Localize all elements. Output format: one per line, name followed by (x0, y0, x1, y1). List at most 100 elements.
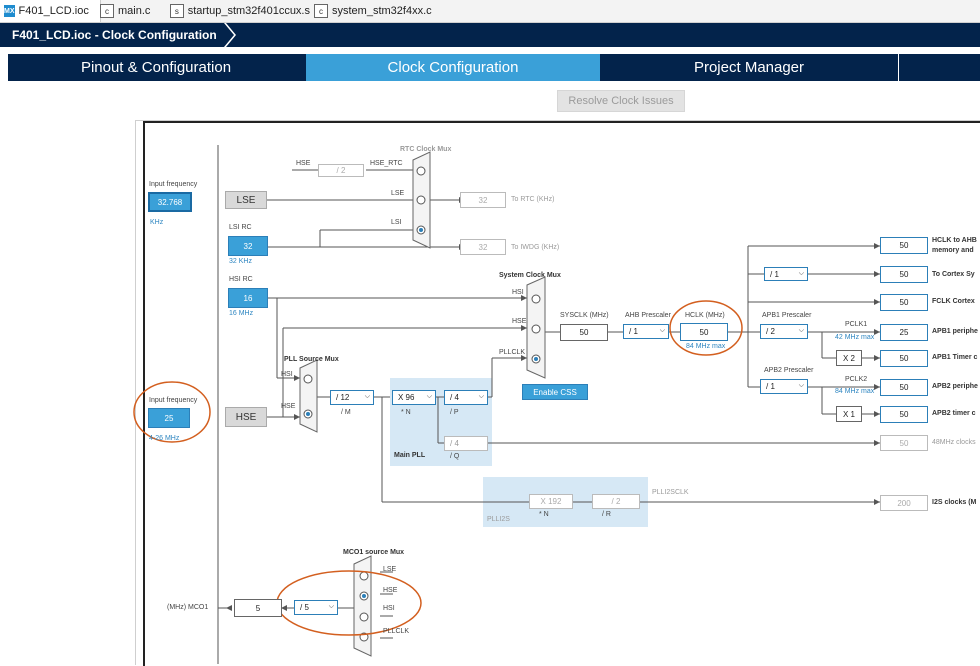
lse-unit: KHz (150, 219, 164, 226)
pll-src-hse-label: HSE (281, 403, 296, 410)
output-fclk-label: FCLK Cortex (932, 298, 975, 305)
pll-p-label: / P (450, 409, 459, 416)
clock-canvas-frame (135, 120, 980, 665)
sys-hsi-label: HSI (512, 289, 524, 296)
mx-file-icon: MX (4, 5, 15, 17)
apb1-prescaler-select[interactable]: / 2⌵ (760, 324, 808, 339)
pll-n-label: * N (401, 409, 411, 416)
clock-canvas (143, 121, 980, 666)
apb2-prescaler-select[interactable]: / 1⌵ (760, 379, 808, 394)
apb2-prescaler-label: APB2 Prescaler (764, 367, 814, 374)
lse-block: LSE (225, 191, 267, 209)
plli2s-title: PLLI2S (487, 516, 510, 523)
sysclk-value: 50 (560, 324, 608, 341)
iwdg-output-label: To IWDG (KHz) (511, 244, 560, 251)
hclk-input[interactable]: 50 (680, 323, 728, 341)
pll-q-select[interactable]: / 4 (444, 436, 488, 451)
pll-src-hsi-label: HSI (281, 371, 293, 378)
pll-q-label: / Q (450, 453, 460, 460)
breadcrumb: F401_LCD.ioc - Clock Configuration (0, 23, 980, 47)
tab-clock-configuration[interactable]: Clock Configuration (306, 54, 600, 81)
mco1-label: (MHz) MCO1 (167, 604, 209, 611)
tab-pinout-configuration[interactable]: Pinout & Configuration (80, 59, 232, 76)
chevron-down-icon: ⌵ (328, 603, 334, 610)
tab-project-manager[interactable]: Project Manager (693, 59, 805, 76)
hse-rtc-label: HSE_RTC (370, 160, 403, 167)
ahb-prescaler-select[interactable]: / 1⌵ (623, 324, 669, 339)
plli2sclk-label: PLLI2SCLK (652, 489, 689, 496)
lse-input-label: Input frequency (149, 181, 198, 188)
output-fclk-value[interactable]: 50 (880, 294, 928, 311)
page-title: F401_LCD.ioc - Clock Configuration (12, 28, 217, 42)
plli2s-n-label: * N (539, 511, 549, 518)
output-apb2-periph-label: APB2 periphe (932, 383, 978, 390)
hse-range: 4-26 MHz (149, 435, 180, 442)
ahb-prescaler-label: AHB Prescaler (625, 312, 671, 319)
rtc-hse-label: HSE (296, 160, 311, 167)
rtc-lse-label: LSE (391, 190, 405, 197)
mco1-hsi-label: HSI (383, 605, 395, 612)
mco1-hse-label: HSE (383, 587, 398, 594)
rtc-value: 32 (460, 192, 506, 208)
hse-input-label: Input frequency (149, 397, 198, 404)
editor-tab-bar: MX F401_LCD.ioc ✕ c main.c s startup_stm… (0, 0, 980, 23)
mco1-lse-label: LSE (383, 566, 397, 573)
output-apb1-timer-label: APB1 Timer c (932, 354, 978, 361)
editor-tab-startup[interactable]: s startup_stm32f401ccux.s (170, 0, 310, 22)
mco1-divider-select[interactable]: / 5⌵ (294, 600, 338, 615)
iwdg-value: 32 (460, 239, 506, 255)
plli2s-r-select[interactable]: / 2 (592, 494, 640, 509)
pll-p-select[interactable]: / 4⌵ (444, 390, 488, 405)
apb1-prescaler-label: APB1 Prescaler (762, 312, 812, 319)
output-apb2-periph-value[interactable]: 50 (880, 379, 928, 396)
tab-tools[interactable] (898, 54, 980, 81)
hse-block: HSE (225, 407, 267, 427)
hclk-label: HCLK (MHz) (685, 312, 725, 319)
main-pll-title: Main PLL (394, 452, 426, 459)
lsi-label: LSI RC (229, 224, 252, 231)
output-apb2-timer-value[interactable]: 50 (880, 406, 928, 423)
hsi-unit: 16 MHz (229, 310, 254, 317)
main-tab-bar: Pinout & Configuration Clock Configurati… (8, 54, 980, 81)
pclk1-label: PCLK1 (845, 321, 868, 328)
mco1-value: 5 (234, 599, 282, 617)
output-i2s-label: I2S clocks (M (932, 499, 977, 506)
output-48mhz-value: 50 (880, 435, 928, 451)
pll-m-select[interactable]: / 12⌵ (330, 390, 374, 405)
pll-n-select[interactable]: X 96⌵ (392, 390, 436, 405)
rtc-hse-divider[interactable]: / 2 (318, 164, 364, 177)
chevron-down-icon: ⌵ (798, 270, 804, 277)
apb2-timer-multiplier: X 1 (836, 406, 862, 422)
hse-frequency-input[interactable]: 25 (148, 408, 190, 428)
chevron-down-icon: ⌵ (798, 327, 804, 334)
s-file-icon: s (170, 4, 184, 18)
editor-tab-system[interactable]: c system_stm32f4xx.c (314, 0, 434, 22)
output-cortex-value[interactable]: 50 (880, 266, 928, 283)
output-apb1-timer-value[interactable]: 50 (880, 350, 928, 367)
hsi-label: HSI RC (229, 276, 253, 283)
cortex-prescaler-select[interactable]: / 1⌵ (764, 267, 808, 281)
chevron-down-icon: ⌵ (478, 393, 484, 400)
output-hclk-ahb-label: HCLK to AHB (932, 237, 977, 244)
apb1-max: 42 MHz max (835, 334, 875, 341)
editor-tab-label: system_stm32f4xx.c (332, 5, 432, 17)
output-48mhz-label: 48MHz clocks (932, 439, 976, 446)
sys-hse-label: HSE (512, 318, 527, 325)
lsi-value: 32 (228, 236, 268, 256)
editor-tab-main-c[interactable]: c main.c (100, 0, 164, 22)
output-hclk-ahb-label-2: memory and (932, 247, 974, 254)
c-file-icon: c (100, 4, 114, 18)
apb1-timer-multiplier: X 2 (836, 350, 862, 366)
chevron-down-icon: ⌵ (364, 393, 370, 400)
output-apb1-periph-value[interactable]: 25 (880, 324, 928, 341)
editor-tab-ioc[interactable]: MX F401_LCD.ioc ✕ (0, 0, 108, 22)
resolve-clock-issues-button[interactable]: Resolve Clock Issues (557, 90, 685, 112)
output-hclk-ahb-value[interactable]: 50 (880, 237, 928, 254)
system-clock-mux-title: System Clock Mux (499, 272, 561, 279)
plli2s-n-select[interactable]: X 192 (529, 494, 573, 509)
apb2-max: 84 MHz max (835, 388, 875, 395)
breadcrumb-arrow-icon (224, 23, 236, 47)
enable-css-button[interactable]: Enable CSS (522, 384, 588, 400)
lse-frequency-input[interactable]: 32.768 (148, 192, 192, 212)
